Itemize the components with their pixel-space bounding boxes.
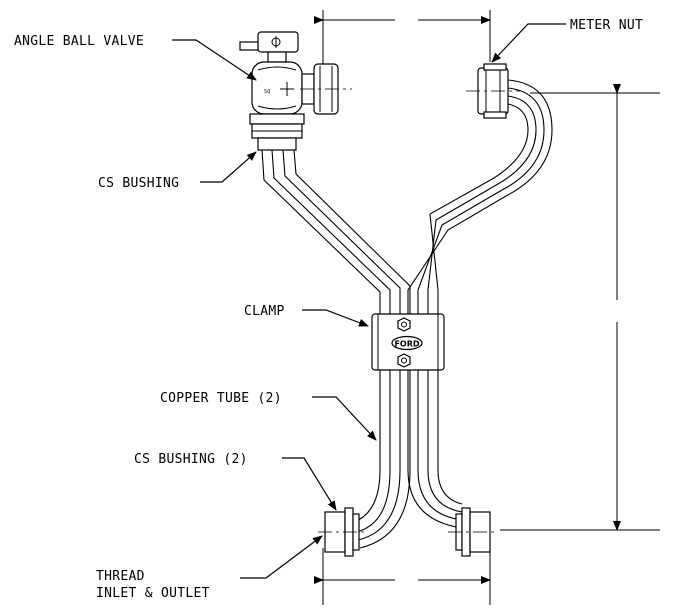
label-cs-bushing: CS BUSHING (98, 176, 179, 191)
bottom-width-dimension (314, 548, 491, 605)
label-inlet-outlet: INLET & OUTLET (96, 586, 210, 601)
label-thread: THREAD (96, 569, 145, 584)
copper-tube-right (407, 79, 553, 529)
leader-lines (172, 23, 566, 579)
cs-bushing-right (448, 507, 498, 557)
label-cs-bushing-2: CS BUSHING (2) (134, 452, 248, 467)
height-dimension (500, 84, 660, 531)
ford-logo: FORD (394, 340, 419, 349)
clamp: FORD (371, 313, 445, 371)
top-width-dimension (314, 10, 491, 70)
label-meter-nut: METER NUT (570, 18, 643, 33)
angle-ball-valve: SQ (239, 31, 352, 151)
cs-bushing-left (318, 507, 366, 557)
label-clamp: CLAMP (244, 304, 285, 319)
svg-text:SQ: SQ (264, 89, 271, 95)
label-angle-ball-valve: ANGLE BALL VALVE (14, 34, 144, 49)
label-copper-tube: COPPER TUBE (2) (160, 391, 282, 406)
meter-nut (466, 63, 520, 119)
